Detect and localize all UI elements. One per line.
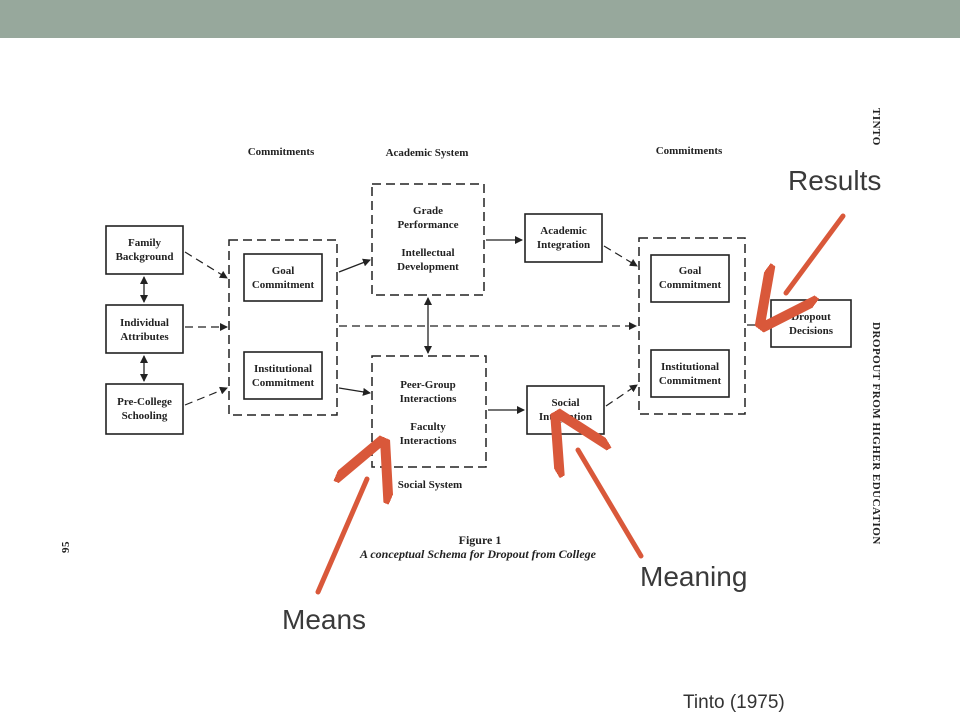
means-label: Means [282,604,366,635]
svg-text:Development: Development [397,261,459,273]
svg-text:Peer-Group: Peer-Group [400,379,456,391]
commitments-left-group [228,239,338,416]
arrow-commitments-to-academic [338,258,371,273]
svg-text:Attributes: Attributes [120,331,169,343]
svg-text:Commitment: Commitment [659,375,722,387]
svg-text:Interactions: Interactions [400,435,458,447]
header-commitments-left: Commitments [248,146,315,158]
arrow-commitments-to-social [338,387,371,396]
svg-text:Goal: Goal [679,265,702,277]
svg-text:Goal: Goal [272,265,295,277]
header-commitments-right: Commitments [656,145,723,157]
svg-text:Commitment: Commitment [252,377,315,389]
svg-text:Individual: Individual [120,317,169,329]
meaning-arrow [578,450,644,559]
title-bar [0,0,960,38]
figure-caption: A conceptual Schema for Dropout from Col… [359,547,597,561]
svg-text:Performance: Performance [397,219,458,231]
svg-text:Dropout: Dropout [791,311,831,323]
box-institutional-commitment-right: Institutional Commitment [650,349,730,398]
svg-text:Commitment: Commitment [659,279,722,291]
box-dropout-decisions: Dropout Decisions [770,299,852,348]
academic-system-contents: Grade Performance Intellectual Developme… [397,205,459,273]
arrow-academic-integration-to-commitments [603,245,638,267]
citation: Tinto (1975) [683,692,785,713]
arrow-precollege-to-commitments [184,386,228,406]
section-title: DROPOUT FROM HIGHER EDUCATION [870,322,882,545]
svg-text:Schooling: Schooling [122,410,168,422]
meaning-label: Meaning [640,561,747,592]
svg-text:Integration: Integration [537,239,590,251]
box-goal-commitment-left: Goal Commitment [243,253,323,302]
svg-text:Social: Social [551,397,579,409]
page-number: 95 [60,541,72,553]
academic-system-group [371,183,485,296]
svg-text:Background: Background [116,251,174,263]
social-system-group [371,355,487,468]
svg-text:Academic: Academic [540,225,587,237]
box-individual-attributes: Individual Attributes [105,304,184,354]
box-goal-commitment-right: Goal Commitment [650,254,730,303]
svg-text:Grade: Grade [413,205,443,217]
header-social-system: Social System [398,479,462,491]
svg-text:Family: Family [128,237,161,249]
svg-text:Intellectual: Intellectual [401,247,454,259]
arrow-social-integration-to-commitments [605,384,638,407]
svg-text:Interactions: Interactions [400,393,458,405]
box-pre-college-schooling: Pre-College Schooling [105,383,184,435]
svg-text:Institutional: Institutional [254,363,312,375]
results-label: Results [788,165,881,196]
means-arrow [315,479,367,595]
arrow-family-to-commitments [184,251,228,279]
social-system-contents: Peer-Group Interactions Faculty Interact… [400,379,458,447]
figure-label: Figure 1 [459,533,502,547]
commitments-right-group [638,237,746,415]
box-academic-integration: Academic Integration [524,213,603,263]
svg-text:Faculty: Faculty [410,421,446,433]
running-head: TINTO [870,108,882,146]
box-family-background: Family Background [105,225,184,275]
svg-text:Commitment: Commitment [252,279,315,291]
box-institutional-commitment-left: Institutional Commitment [243,351,323,400]
header-academic-system: Academic System [386,147,469,159]
results-arrow [786,213,846,293]
svg-text:Pre-College: Pre-College [117,396,172,408]
svg-text:Institutional: Institutional [661,361,719,373]
svg-text:Integration: Integration [539,411,592,423]
svg-text:Decisions: Decisions [789,325,834,337]
box-social-integration: Social Integration [526,385,605,435]
